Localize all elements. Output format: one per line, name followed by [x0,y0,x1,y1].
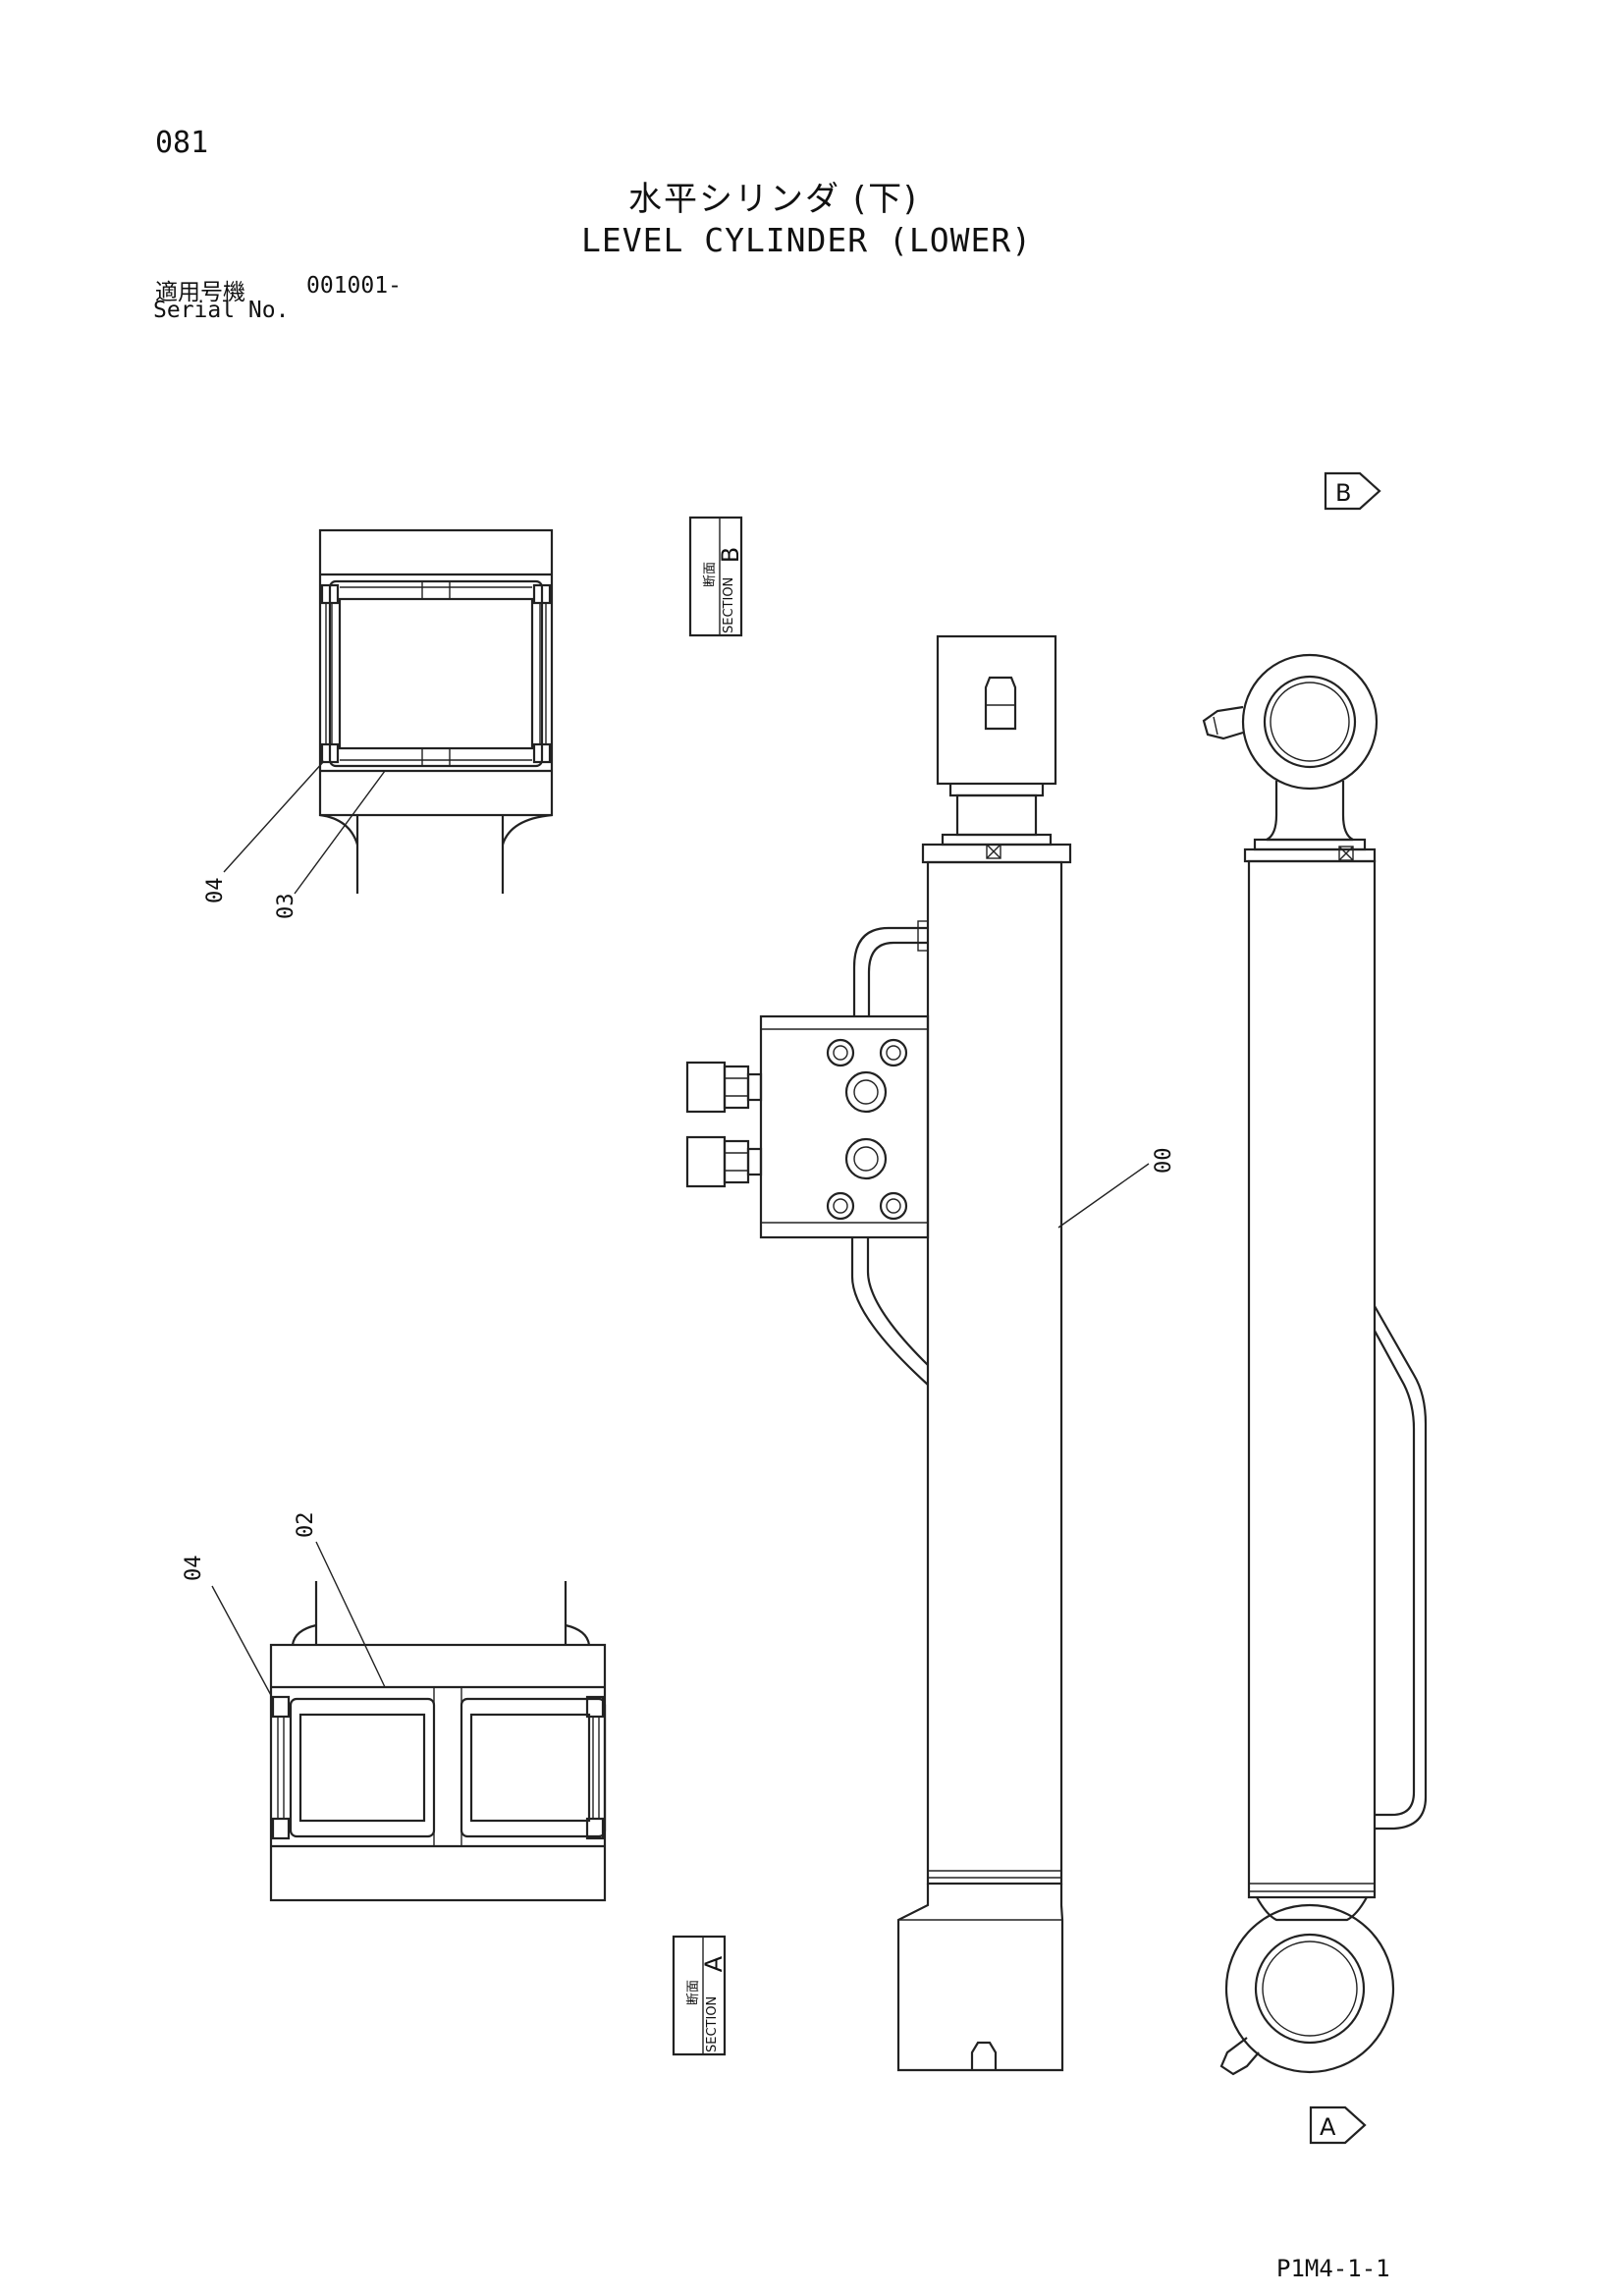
section-b-japanese: 断面 [703,562,718,587]
serial-number-value: 001001- [306,273,402,299]
section-a-detail: 04 02 [182,1512,607,1902]
part-label-04-section-b: 04 [203,878,228,904]
section-a-japanese: 断面 [686,1980,701,2005]
part-label-00-cylinder: 00 [1152,1148,1176,1175]
page-number: 081 [155,126,209,160]
part-label-03-section-b: 03 [274,894,298,920]
section-b-english: SECTION [722,577,736,633]
part-label-04-section-a: 04 [182,1556,206,1582]
section-a-english: SECTION [705,1996,720,2052]
view-marker-b: B [1324,471,1381,511]
section-b-letter: B [717,547,744,563]
view-marker-a: A [1309,2105,1367,2145]
title-english: LEVEL CYLINDER (LOWER) [581,221,1033,259]
title-japanese: 水平シリンダ (下) [628,180,919,219]
serial-label-english: Serial No. [153,298,290,323]
view-marker-a-letter: A [1320,2113,1336,2141]
section-a-letter: A [700,1955,728,1972]
section-a-label: A 断面 SECTION [672,1935,728,2056]
drawing-code: P1M4-1-1 [1276,2255,1390,2282]
section-b-detail: 04 03 [203,528,554,920]
main-cylinder-side-view [1202,653,1428,2076]
main-cylinder-front-view: 00 [685,634,1176,2072]
part-label-02-section-a: 02 [294,1512,318,1539]
section-b-label: B 断面 SECTION [688,516,744,637]
view-marker-b-letter: B [1335,479,1351,507]
serial-label-japanese: 適用号機 [155,280,245,305]
